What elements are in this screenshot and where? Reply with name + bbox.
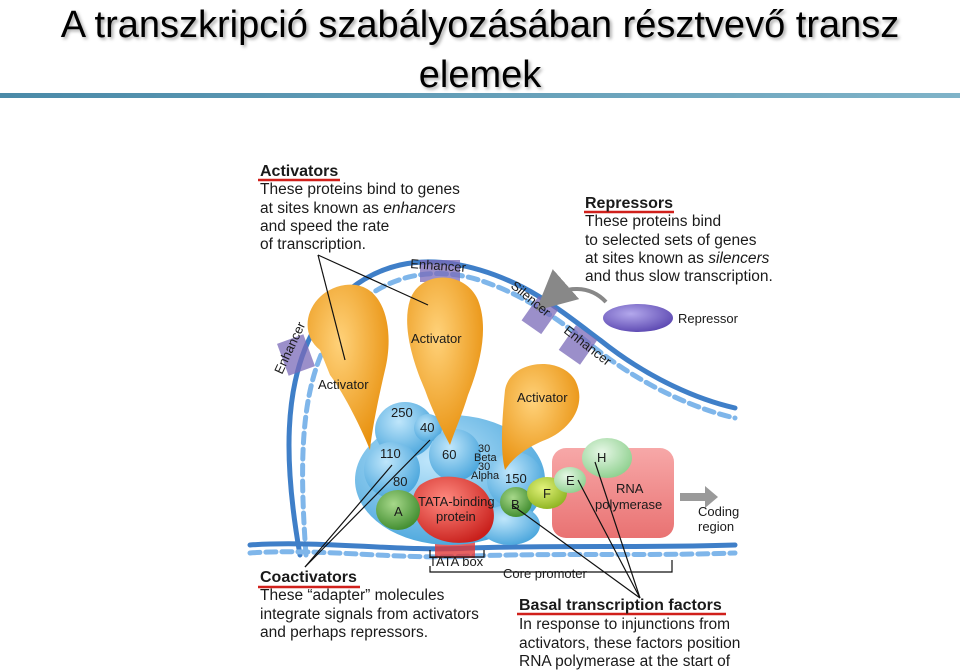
basal-heading: Basal transcription factors xyxy=(519,597,722,614)
enhancer-top-site xyxy=(420,260,460,282)
coding-region-label-line-1: Coding xyxy=(698,504,739,519)
slide-title: A transzkripció szabályozásában résztvev… xyxy=(0,0,960,100)
activator-right xyxy=(501,363,580,470)
repressors-line-4: and thus slow transcription. xyxy=(585,268,773,285)
enhancer-top-label: Enhancer xyxy=(410,256,467,275)
factor-f-label: F xyxy=(543,486,551,501)
activator-middle xyxy=(407,277,484,445)
tbp-label-line-1: TATA-binding xyxy=(418,494,495,509)
factor-b xyxy=(500,487,532,517)
coactivator-30-alpha-name: Alpha xyxy=(471,470,500,482)
repressors-line-1: These proteins bind xyxy=(585,213,721,230)
tbp-label-line-2: protein xyxy=(436,509,476,524)
activators-heading: Activators xyxy=(260,163,338,180)
factor-e-label: E xyxy=(566,473,575,488)
repressors-line-3: at sites known as silencers xyxy=(585,250,770,267)
title-line-2: elemek xyxy=(418,54,542,96)
enhancer-left-site xyxy=(277,334,315,376)
repressor-protein xyxy=(603,304,673,332)
rna-polymerase-label-line-2: polymerase xyxy=(595,497,662,512)
heading-underlines xyxy=(258,178,726,616)
activator-left xyxy=(307,284,389,450)
coactivator-80-label: 80 xyxy=(393,474,407,489)
activators-line-3: and speed the rate xyxy=(260,218,389,235)
coactivator-40-label: 40 xyxy=(420,420,434,435)
activators-line-2: at sites known as enhancers xyxy=(260,200,456,217)
repressor-label: Repressor xyxy=(678,311,739,326)
coding-region-label-line-2: region xyxy=(698,519,734,534)
coactivator-110-label: 110 xyxy=(380,446,401,461)
factor-b-label: B xyxy=(511,497,520,512)
basal-line-3: RNA polymerase at the start of xyxy=(519,653,731,670)
coactivator-250-label: 250 xyxy=(391,405,413,420)
basal-line-2: activators, these factors position xyxy=(519,635,740,652)
repressors-heading: Repressors xyxy=(585,195,673,212)
tata-binding-protein xyxy=(412,476,494,543)
activator-left-label: Activator xyxy=(318,377,369,392)
rna-polymerase xyxy=(552,448,674,538)
title-divider xyxy=(0,93,960,98)
factor-h-label: H xyxy=(597,450,606,465)
tata-box-label: TATA box xyxy=(429,554,484,569)
factor-a xyxy=(376,490,420,530)
coactivators-line-1: These “adapter” molecules xyxy=(260,587,445,604)
activators-line-4: of transcription. xyxy=(260,236,366,253)
title-line-1: A transzkripció szabályozásában résztvev… xyxy=(60,4,900,46)
coactivators-line-3: and perhaps repressors. xyxy=(260,624,428,641)
repressor-arrow xyxy=(535,269,608,311)
coactivators-heading: Coactivators xyxy=(260,569,357,586)
coactivators-line-2: integrate signals from activators xyxy=(260,606,479,623)
coactivator-60-label: 60 xyxy=(442,447,456,462)
core-promoter-label: Core promoter xyxy=(503,566,587,581)
activators-line-1: These proteins bind to genes xyxy=(260,181,460,198)
factor-a-label: A xyxy=(394,504,403,519)
rna-polymerase-label-line-1: RNA xyxy=(616,481,644,496)
repressors-line-2: to selected sets of genes xyxy=(585,232,757,249)
enhancer-right-site xyxy=(558,325,598,365)
coactivator-30-beta-number: 30 xyxy=(478,443,490,455)
coding-region-arrow xyxy=(680,486,718,508)
coactivator-30-beta-name: Beta xyxy=(474,452,498,464)
basal-line-1: In response to injunctions from xyxy=(519,616,730,633)
coactivator-30-alpha-number: 30 xyxy=(478,461,490,473)
pointer-lines xyxy=(304,254,673,599)
coactivator-150-label: 150 xyxy=(505,471,527,486)
activator-middle-label: Activator xyxy=(411,331,462,346)
factor-h xyxy=(582,438,632,478)
factor-e xyxy=(554,467,586,493)
activator-right-label: Activator xyxy=(517,390,568,405)
